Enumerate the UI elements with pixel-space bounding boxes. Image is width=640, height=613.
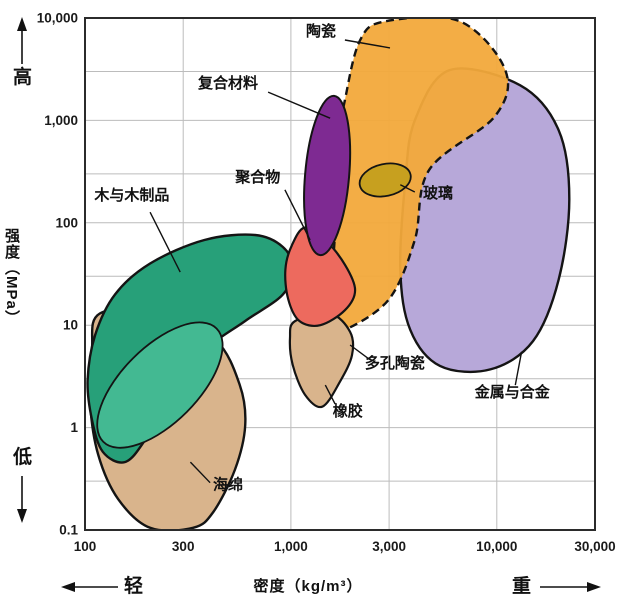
region-label: 橡胶 [333,402,363,420]
regions-layer [86,18,571,530]
region-label: 玻璃 [423,184,453,202]
leader-line [344,39,391,49]
y-tick-label: 1 [70,420,78,435]
region-label: 多孔陶瓷 [365,354,425,372]
x-axis-light-label: 轻 [124,576,144,597]
y-tick-label: 1,000 [44,113,78,128]
plot-border [84,17,596,531]
x-axis-left-arrow [61,582,118,592]
leader-line [284,189,311,241]
region-label: 木与木制品 [93,186,169,204]
y-tick-label: 0.1 [59,523,78,538]
x-tick-label: 30,000 [574,539,615,554]
x-axis-title: 密度（kg/m³） [253,578,363,595]
region-rubber [288,312,355,409]
y-axis-down-arrow [17,476,27,523]
y-axis-up-arrow [17,17,27,64]
x-axis-right-arrow [540,582,601,592]
region-label: 聚合物 [234,168,280,186]
leader-line [189,461,211,484]
region-label: 金属与合金 [474,383,551,401]
x-tick-label: 10,000 [476,539,517,554]
leader-line [324,384,336,405]
x-tick-label: 100 [74,539,97,554]
leader-line [514,351,523,386]
leader-line [399,184,416,193]
y-tick-label: 10 [63,318,78,333]
y-tick-label: 10,000 [37,11,78,26]
region-label: 陶瓷 [306,22,336,40]
region-composites [303,94,352,257]
region-glass [358,162,412,198]
region-label: 海绵 [213,475,243,493]
region-label: 复合材料 [197,74,258,92]
x-tick-label: 1,000 [274,539,308,554]
x-tick-label: 3,000 [372,539,406,554]
leader-line [267,91,331,119]
y-axis-high-label: 高 [13,67,33,88]
x-axis-heavy-label: 重 [512,576,532,597]
region-polymers [284,226,357,328]
leader-line [349,344,371,361]
y-axis-low-label: 低 [13,447,33,468]
region-wood-inner [96,321,224,449]
x-tick-label: 300 [172,539,195,554]
leader-line [149,211,181,273]
y-tick-label: 100 [55,215,78,230]
y-axis-title: 强度（MPa） [3,228,20,326]
